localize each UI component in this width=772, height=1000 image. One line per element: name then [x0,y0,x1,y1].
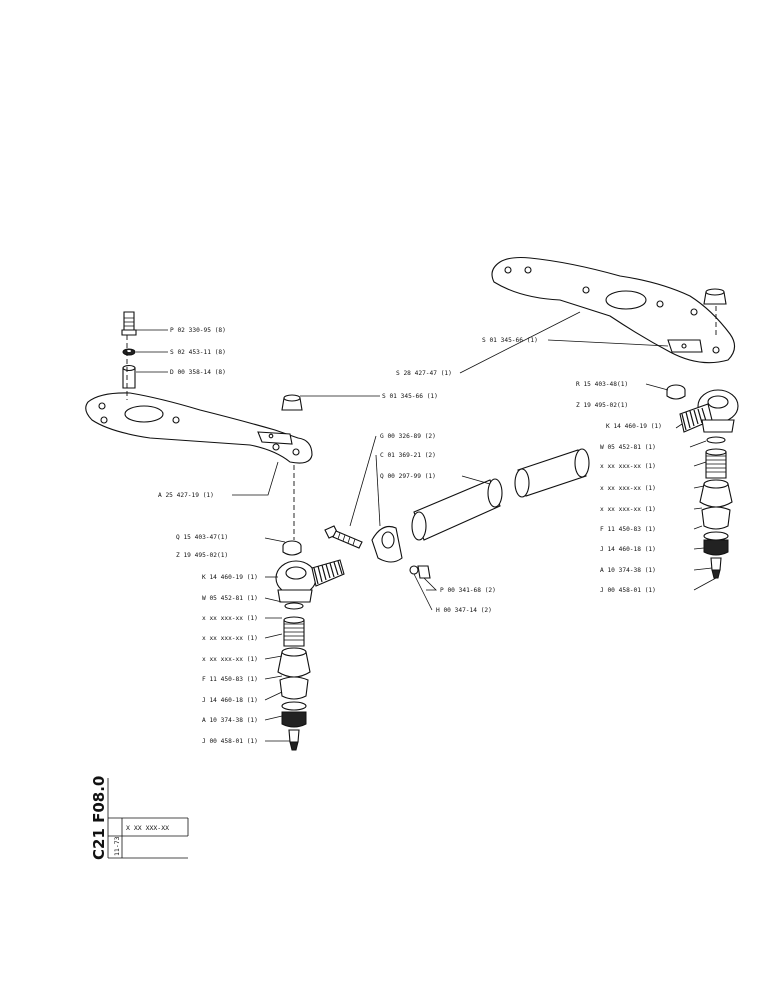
right-spring-part [705,448,727,479]
label-cup: J 14 460-18 (1) [202,697,258,704]
grease-nipple-part [288,729,300,751]
spacer-part [122,364,136,389]
label-joint-housing: K 14 460-19 (1) [202,574,258,581]
clamp-part [371,525,403,563]
label-right-joint-housing: K 14 460-19 (1) [606,423,662,430]
label-clamp-bolt: G 00 326-89 (2) [380,433,436,440]
washer-part [122,348,136,356]
right-assembly [491,256,739,579]
bushing-part [281,701,307,728]
ball-pin-part [277,647,311,678]
label-bushing: A 10 374-38 (1) [202,717,258,724]
right-ball-pin-part [699,479,733,508]
label-ball-pin: F 11 450-83 (1) [202,676,258,683]
leader-lines [136,311,717,742]
right-grease-nipple-part [710,557,722,579]
lock-nut-part [281,394,303,411]
middle-assembly [324,448,590,579]
label-unknown-2: x xx xxx-xx (1) [202,635,258,642]
steering-arm-plate [85,392,313,464]
label-washer: S 02 453-11 (8) [170,349,226,356]
label-right-bushing: A 10 374-38 (1) [600,567,656,574]
label-right-grease-nipple: J 00 458-01 (1) [600,587,656,594]
label-right-unknown-2: x xx xxx-xx (1) [600,485,656,492]
label-unknown-3: x xx xxx-xx (1) [202,656,258,663]
label-right-ring: W 05 452-81 (1) [600,444,656,451]
label-right-lock-nut: S 01 345-66 (1) [482,337,538,344]
ball-cup-part [282,540,302,556]
bolt-part [121,311,137,336]
left-assembly [85,311,345,751]
label-spacer: D 00 358-14 (8) [170,369,226,376]
page-code: C21 F08.0 [90,776,108,860]
tube-part [411,448,590,541]
label-washer-mid: P 00 341-68 (2) [440,587,496,594]
title-block: C21 F08.0 11-73 X XX XXX-XX [90,776,189,860]
label-right-ball-cup: R 15 403-48(1) [576,381,628,388]
right-ring-part [706,436,726,444]
ring-part [284,602,304,610]
label-nut-mid: H 00 347-14 (2) [436,607,492,614]
date-code: 11-73 [113,836,121,856]
label-right-unknown-1: x xx xxx-xx (1) [600,463,656,470]
middle-labels: G 00 326-89 (2) C 01 369-21 (2) Q 00 297… [380,433,496,614]
label-bolt: P 02 330-95 (8) [170,327,226,334]
label-grease-nipple: J 00 458-01 (1) [202,738,258,745]
label-ring: W 05 452-81 (1) [202,595,258,602]
label-right-ball-seat: Z 19 495-02(1) [576,402,628,409]
joint-housing-part [275,559,345,603]
nut-part [409,565,431,579]
right-labels: S 01 345-66 (1) S 28 427-47 (1) R 15 403… [396,337,662,594]
label-arm-plate: A 25 427-19 (1) [158,492,214,499]
spring-part [283,616,305,647]
right-arm-plate [491,256,736,364]
label-right-ball-pin: F 11 450-83 (1) [600,526,656,533]
label-right-arm-plate: S 28 427-47 (1) [396,370,452,377]
label-lock-nut: S 01 345-66 (1) [382,393,438,400]
label-right-cup: J 14 460-18 (1) [600,546,656,553]
cup-part [279,676,309,700]
label-tube: Q 00 297-99 (1) [380,473,436,480]
right-ball-cup-part [666,384,686,400]
right-cup-part [701,506,731,530]
label-ball-seat: Z 19 495-02(1) [176,552,228,559]
right-bushing-part [703,531,729,556]
label-unknown-1: x xx xxx-xx (1) [202,615,258,622]
part-number: X XX XXX-XX [126,824,169,832]
left-labels: P 02 330-95 (8) S 02 453-11 (8) D 00 358… [158,327,438,745]
label-clamp: C 01 369-21 (2) [380,452,436,459]
right-lock-nut-part [703,288,727,305]
label-ball-cup: Q 15 403-47(1) [176,534,228,541]
label-right-unknown-3: x xx xxx-xx (1) [600,506,656,513]
right-joint-housing-part [679,389,739,433]
clamp-bolt-part [324,525,363,549]
